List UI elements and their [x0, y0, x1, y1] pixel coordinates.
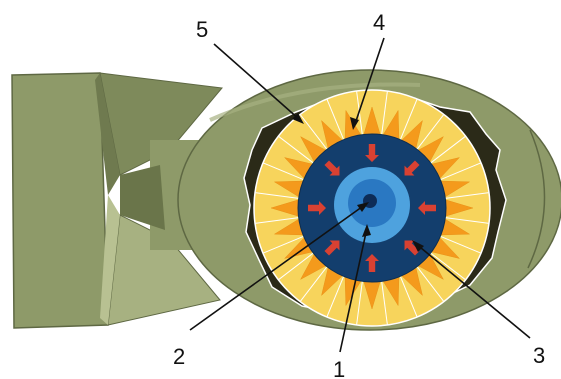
- callout-4: 4: [373, 10, 385, 35]
- callout-3: 3: [533, 343, 545, 368]
- callout-5: 5: [196, 17, 208, 42]
- callout-1: 1: [333, 357, 345, 379]
- tail-fin-back-panel: [12, 73, 108, 328]
- callout-2: 2: [173, 344, 185, 369]
- plutonium-core: [334, 167, 410, 243]
